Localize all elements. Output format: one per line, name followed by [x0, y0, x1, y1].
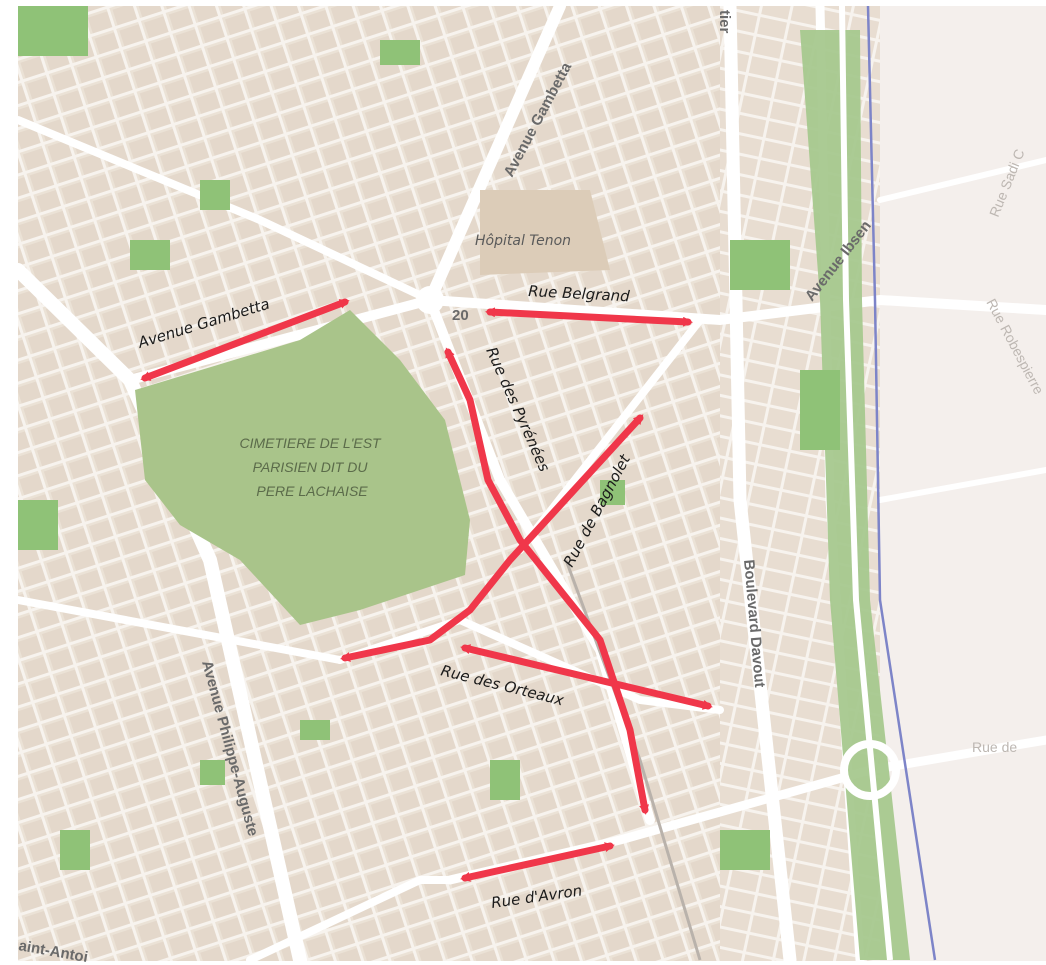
arrow-rue-belgrand	[485, 307, 693, 327]
hospital-label: Hôpital Tenon	[475, 233, 571, 249]
rue-de-label: Rue de	[972, 739, 1017, 755]
arrow-rue-d-avron	[460, 842, 615, 882]
tier-label: tier	[716, 10, 733, 34]
arrow-rue-de-bagnolet	[340, 414, 644, 662]
cemetery-label: CIMETIERE DE L'EST PARISIEN DIT DU PERE …	[239, 435, 384, 499]
route-arrows	[140, 298, 713, 882]
small-parks	[18, 6, 840, 870]
arrondissement-label: 20	[452, 307, 469, 324]
arrow-avenue-gambetta	[140, 298, 350, 382]
hopital-tenon-area	[480, 190, 610, 275]
arrow-rue-des-orteaux	[460, 644, 713, 710]
city-boundary	[866, 5, 937, 961]
place-gambetta	[416, 286, 444, 314]
porte-de-bagnolet	[840, 740, 900, 800]
green-belt-road	[839, 5, 893, 961]
label-rue-belgrand: Rue Belgrand	[528, 282, 631, 305]
